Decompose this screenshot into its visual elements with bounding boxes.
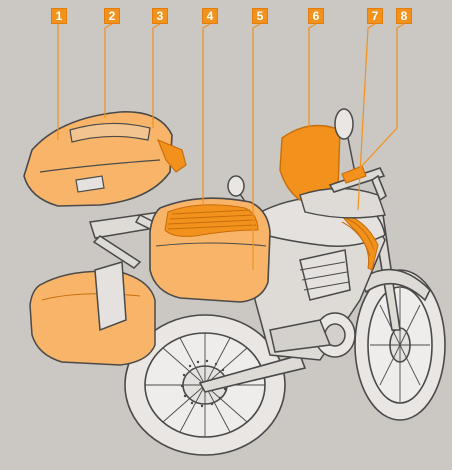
headlight-cowl [300,189,385,218]
license-plate [95,262,126,330]
left-side-case [30,271,155,365]
